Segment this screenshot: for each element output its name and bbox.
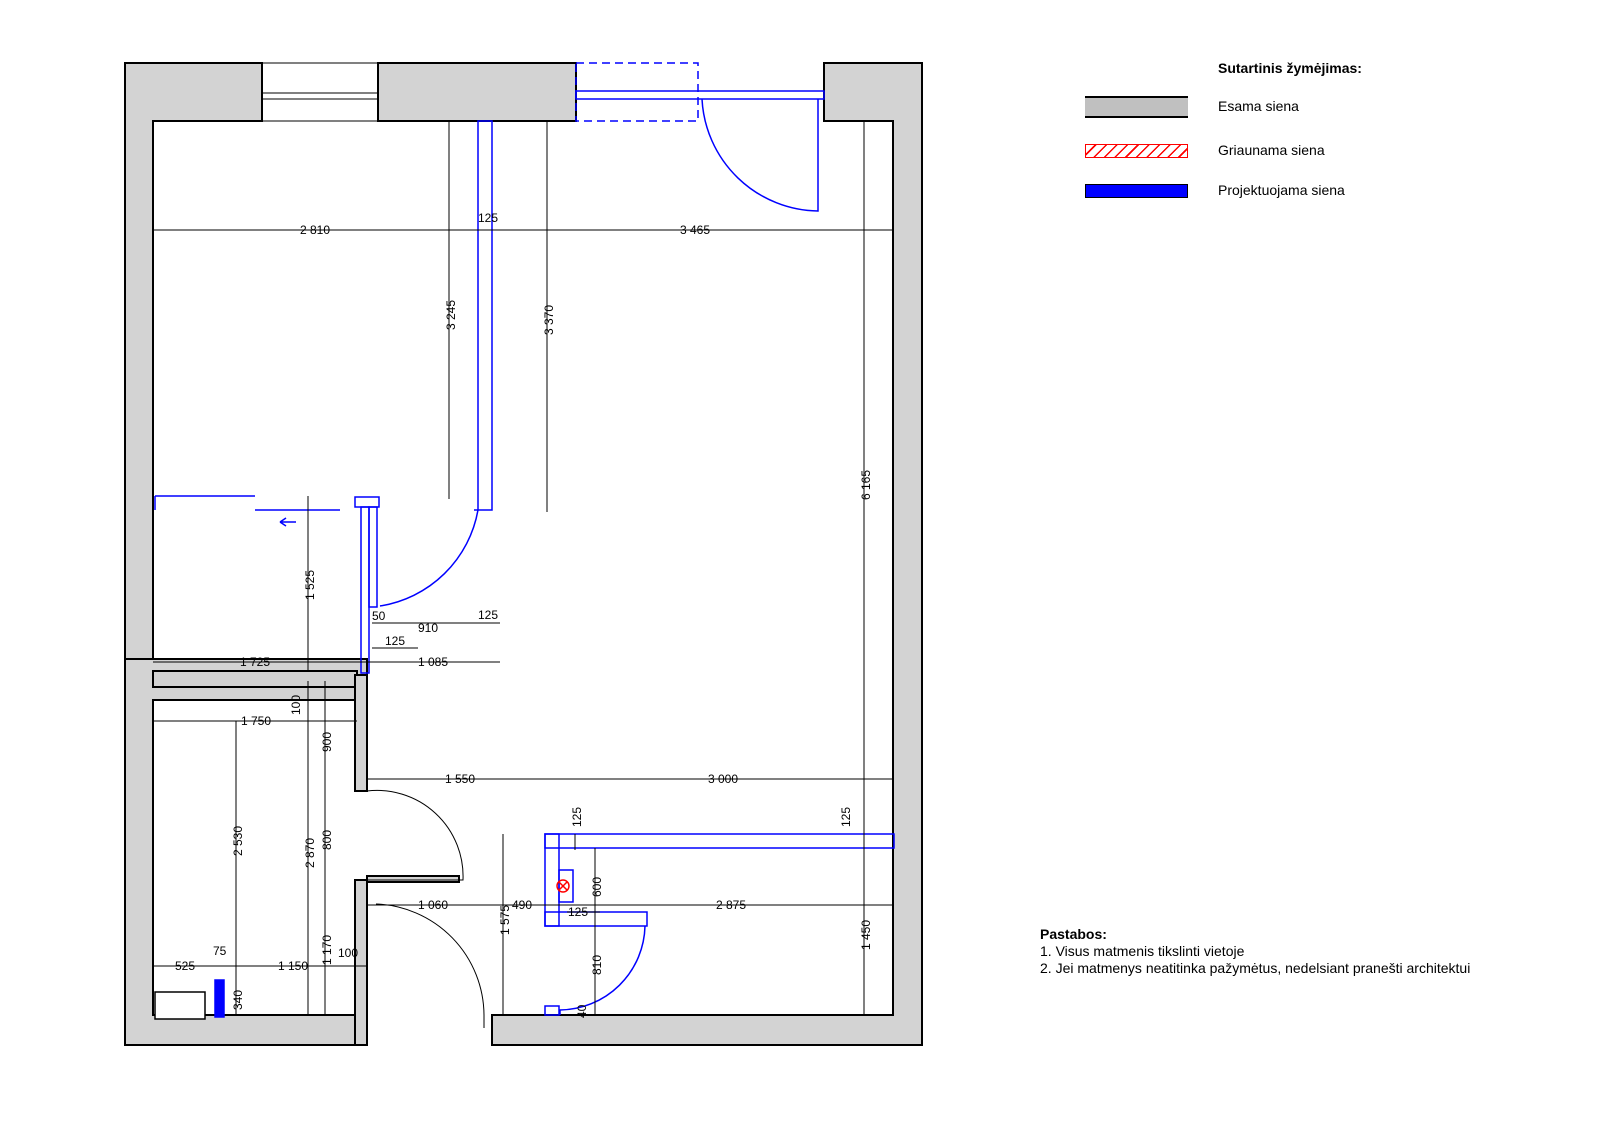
wall-pier-top <box>377 62 577 122</box>
wall-bath-right-lower <box>354 879 368 1046</box>
dim-1060: 1 060 <box>418 898 448 912</box>
dim-100-a: 100 <box>289 695 303 715</box>
swatch-planned-wall <box>1085 184 1188 198</box>
dim-2875: 2 875 <box>716 898 746 912</box>
dim-3000: 3 000 <box>708 772 738 786</box>
notes-title: Pastabos: <box>1040 926 1107 942</box>
dim-125-d: 125 <box>839 807 853 827</box>
window-top <box>262 62 378 122</box>
dim-1725: 1 725 <box>240 655 270 669</box>
legend-label-demolished: Griaunama siena <box>1218 142 1325 158</box>
dim-6165: 6 165 <box>859 470 873 500</box>
legend-item-existing: Esama siena <box>1085 96 1525 120</box>
note-line-1: 1. Visus matmenis tikslinti vietoje <box>1040 943 1245 959</box>
wall-right <box>491 62 923 1046</box>
dim-800: 800 <box>320 830 334 850</box>
dim-1450: 1 450 <box>859 920 873 950</box>
bathtub-fixture <box>154 991 206 1020</box>
dim-1575: 1 575 <box>498 905 512 935</box>
dim-125-e: 125 <box>568 905 588 919</box>
dim-910: 910 <box>418 621 438 635</box>
dim-340: 340 <box>231 990 245 1010</box>
dim-125-top: 125 <box>478 211 498 225</box>
dim-50: 50 <box>372 609 386 623</box>
dim-900: 900 <box>320 732 334 752</box>
wall-bath-right-upper <box>354 674 368 792</box>
legend-item-demolished: Griaunama siena <box>1085 140 1525 164</box>
dim-810: 810 <box>590 955 604 975</box>
dim-2810: 2 810 <box>300 223 330 237</box>
planned-walls <box>154 62 895 1018</box>
note-line-2: 2. Jei matmenys neatitinka pažymėtus, ne… <box>1040 960 1471 976</box>
notes: Pastabos: 1. Visus matmenis tikslinti vi… <box>1040 926 1560 977</box>
dim-1170: 1 170 <box>320 935 334 965</box>
dim-1550: 1 550 <box>445 772 475 786</box>
door-swings <box>366 789 485 1028</box>
swatch-existing-wall <box>1085 96 1188 118</box>
dim-125-c: 125 <box>570 807 584 827</box>
dim-100-b: 100 <box>338 946 358 960</box>
dim-1085: 1 085 <box>418 655 448 669</box>
dim-490: 490 <box>512 898 532 912</box>
dim-1150: 1 150 <box>278 959 308 973</box>
wall-horizontal-mid <box>152 670 358 688</box>
dimension-lines <box>153 121 893 1015</box>
dim-2530: 2 530 <box>231 826 245 856</box>
legend-item-planned: Projektuojama siena <box>1085 180 1525 204</box>
dim-1750: 1 750 <box>241 714 271 728</box>
dim-525: 525 <box>175 959 195 973</box>
legend-title: Sutartinis žymėjimas: <box>1218 60 1362 76</box>
dim-75: 75 <box>213 944 227 958</box>
legend-label-planned: Projektuojama siena <box>1218 182 1345 198</box>
dim-125-b: 125 <box>385 634 405 648</box>
dim-600: 600 <box>590 877 604 897</box>
dim-2870: 2 870 <box>303 838 317 868</box>
dim-3370: 3 370 <box>542 305 556 335</box>
wall-left-top <box>124 62 263 660</box>
dim-125-a: 125 <box>478 608 498 622</box>
dim-3245: 3 245 <box>444 300 458 330</box>
dim-40: 40 <box>575 1004 589 1018</box>
swatch-demolished-wall <box>1085 144 1188 158</box>
dim-1525: 1 525 <box>303 570 317 600</box>
legend-label-existing: Esama siena <box>1218 98 1299 114</box>
dim-3465: 3 465 <box>680 223 710 237</box>
dimension-labels: 2 810 3 465 125 3 245 3 370 6 165 1 525 … <box>175 211 873 1018</box>
wall-bath-stub <box>366 875 460 883</box>
